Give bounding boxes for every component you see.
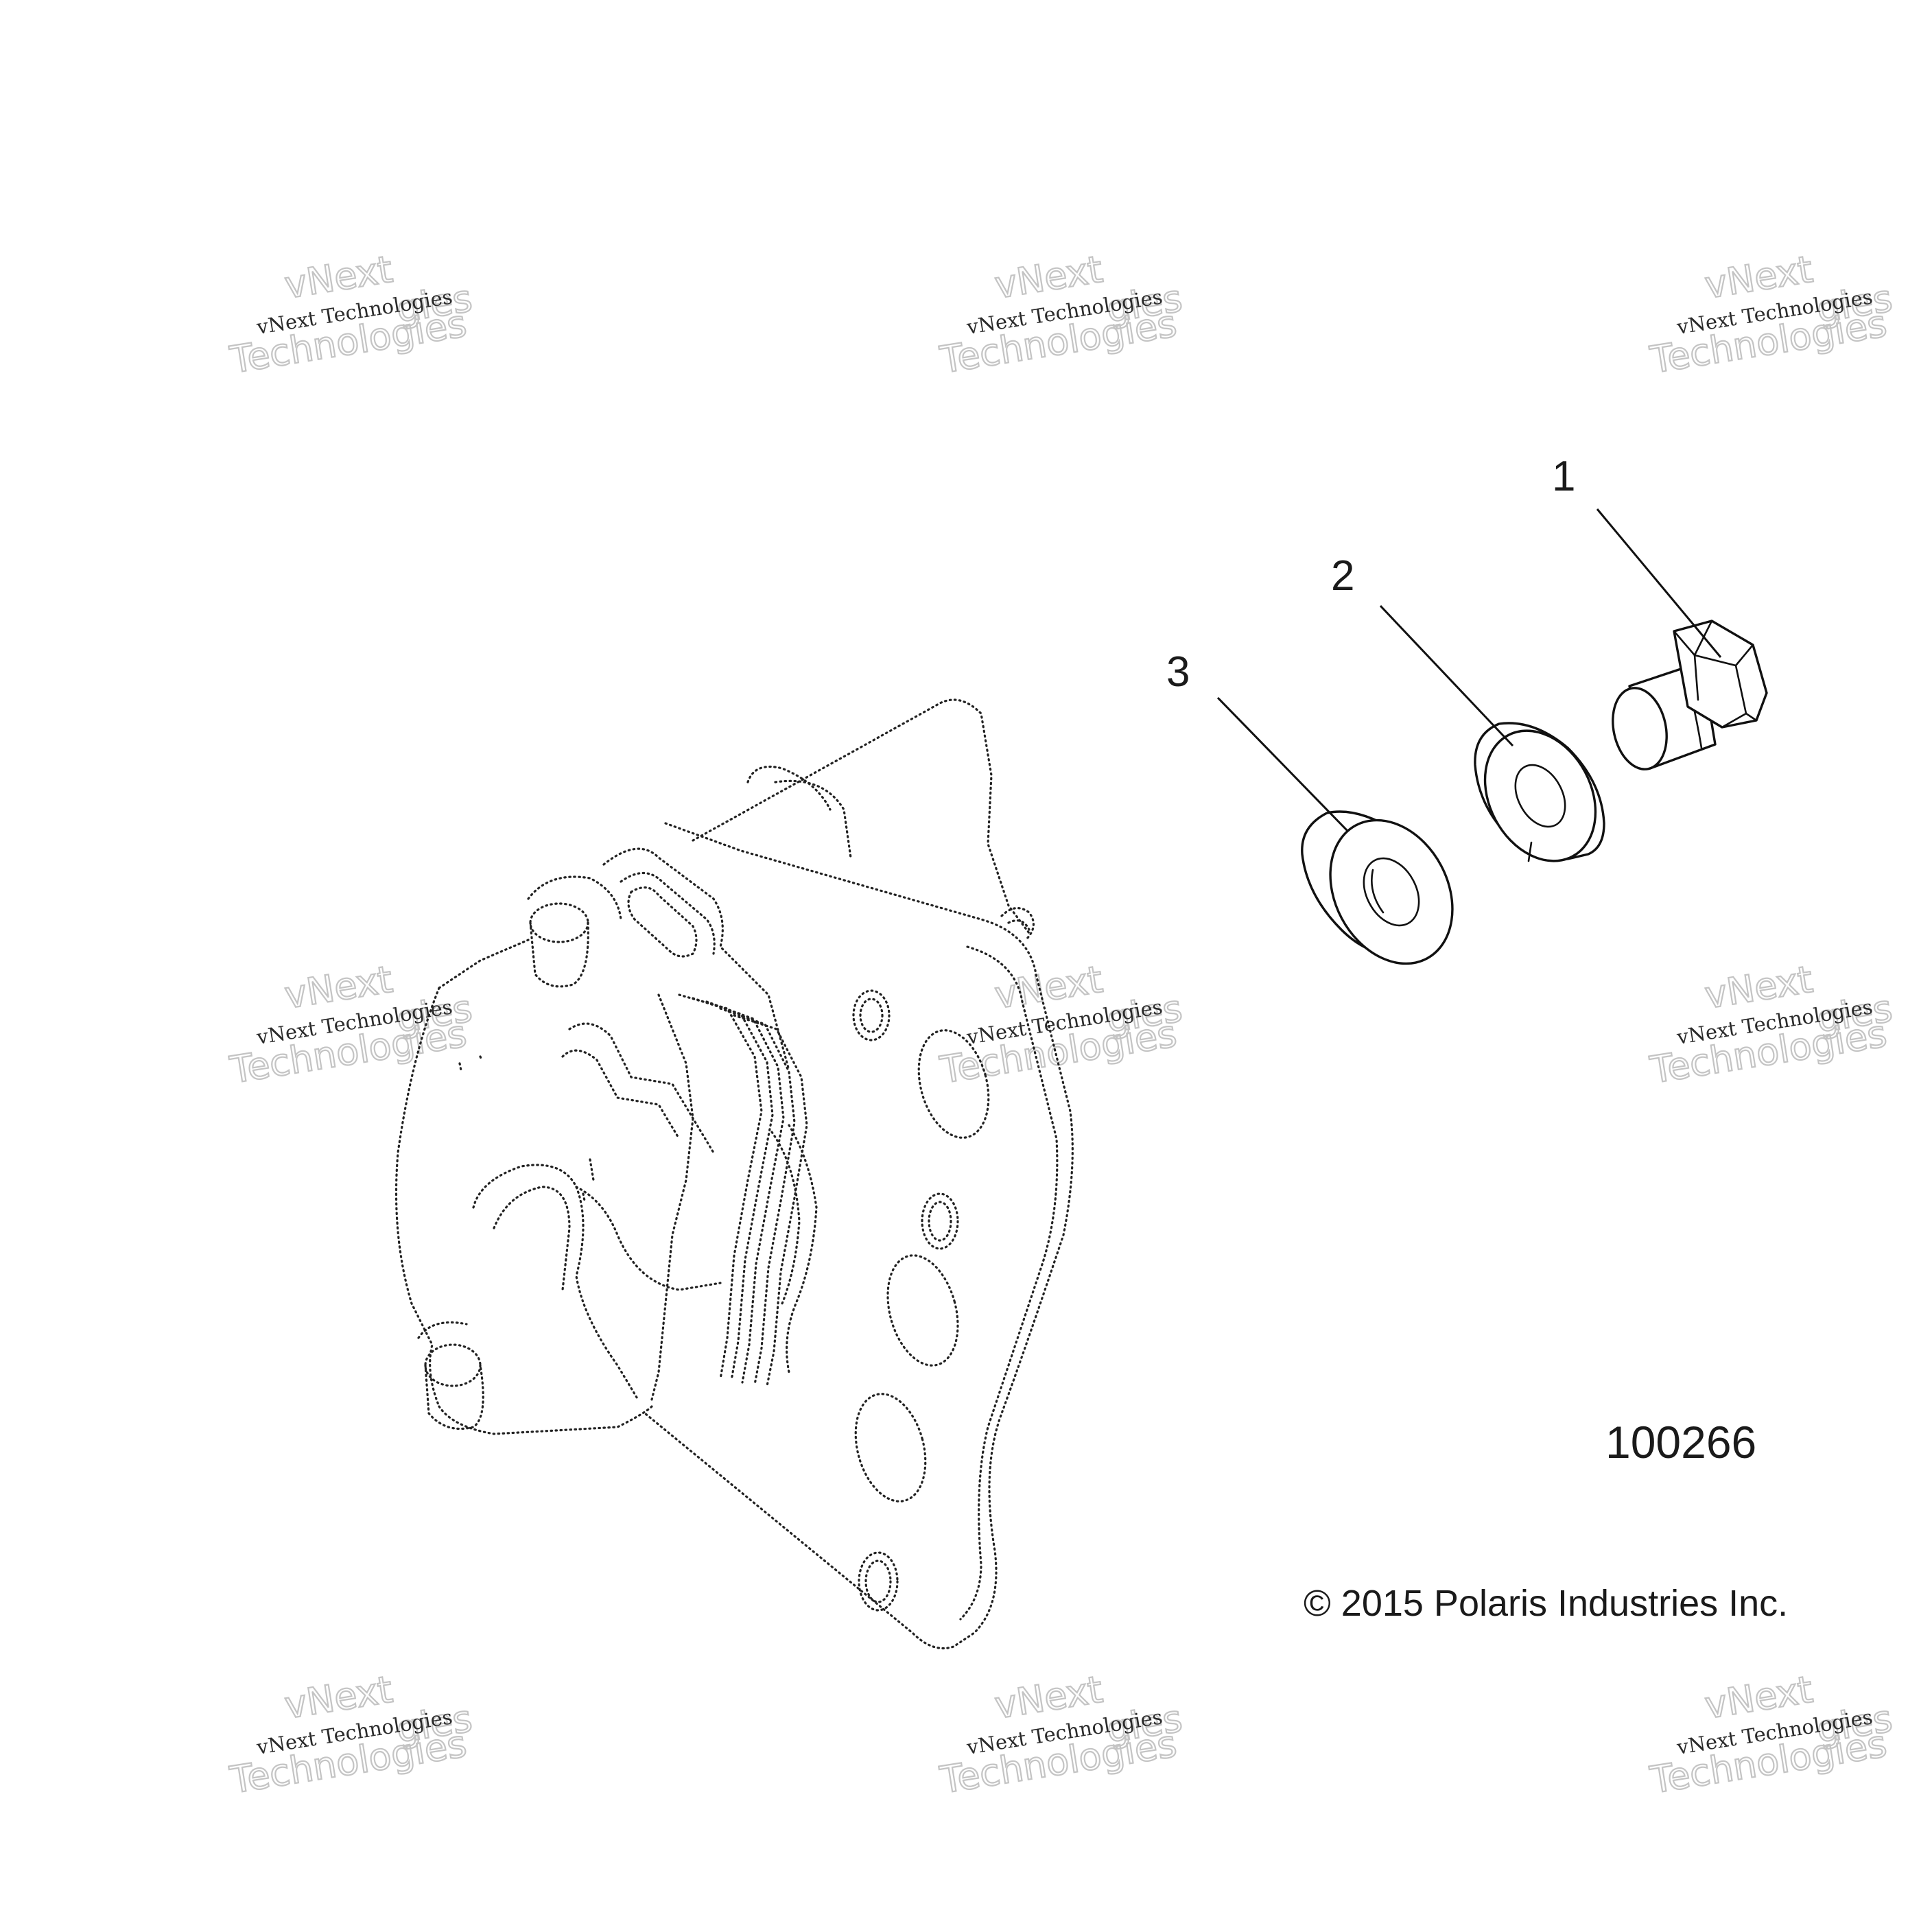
brake-caliper-drawing	[394, 698, 1074, 1650]
callout-3: 3	[1166, 648, 1190, 696]
washer-2-drawing	[1474, 722, 1605, 862]
leader-line-3	[1216, 696, 1350, 833]
copyright-notice: © 2015 Polaris Industries Inc.	[1304, 1583, 1788, 1624]
callout-1: 1	[1552, 453, 1575, 500]
washer-3-drawing	[1301, 810, 1454, 965]
leader-line-2	[1379, 604, 1514, 747]
figure-number: 100266	[1605, 1417, 1756, 1468]
callout-2: 2	[1331, 552, 1354, 600]
leader-line-1	[1596, 508, 1722, 658]
hex-bolt-1-drawing	[1612, 620, 1768, 770]
